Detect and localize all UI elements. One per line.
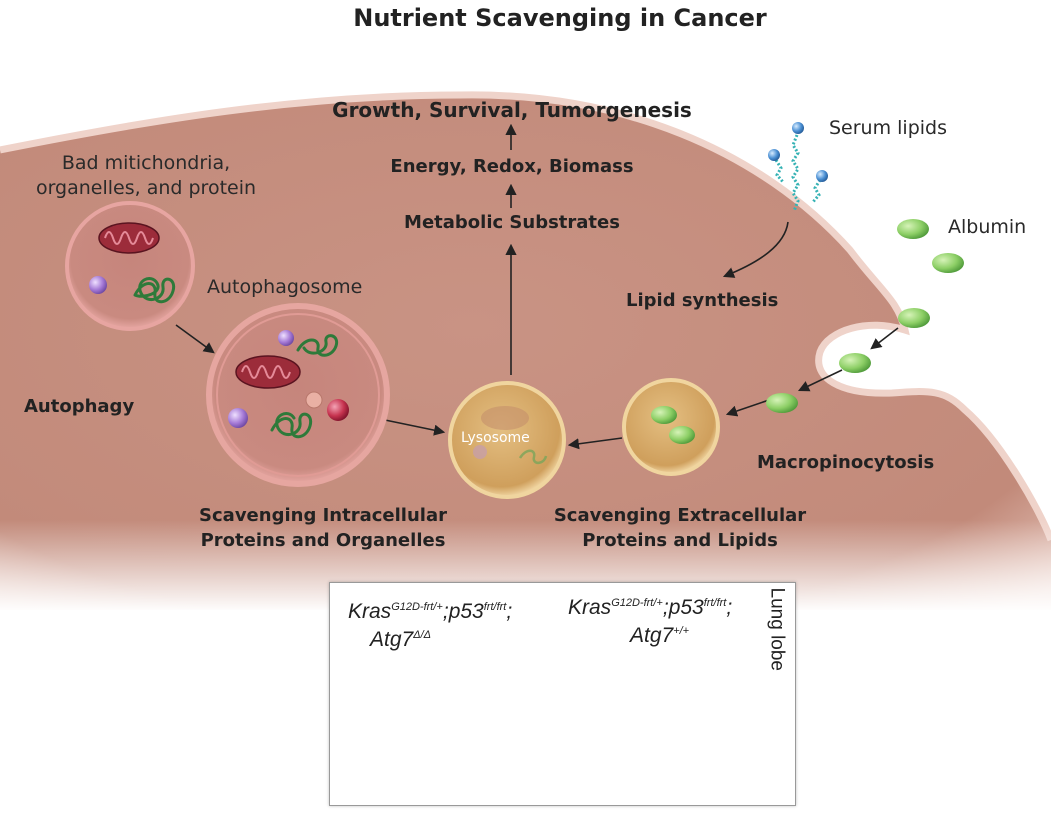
genotype-allele: Δ/Δ [413,629,432,641]
protein-particle-icon [89,276,107,294]
lysosome-label: Lysosome [461,430,530,446]
serum-lipids-label: Serum lipids [829,117,948,139]
extracellular-label-line2: Proteins and Lipids [582,530,778,551]
albumin-label: Albumin [948,216,1027,238]
albumin-icon [669,426,695,444]
genotype-separator: ; [726,596,733,619]
extracellular-label-line1: Scavenging Extracellular [553,505,807,526]
genotype-allele: G12D-frt/+ [611,597,663,609]
autophagy-label: Autophagy [24,396,135,417]
protein-strand-icon [133,277,176,304]
right-genotype-line2: Atg7+/+ [630,619,689,648]
arrows [175,123,899,450]
macropinocytosis-label: Macropinocytosis [757,452,935,473]
left-genotype: KrasG12D-frt/+;p53frt/frt; [348,595,512,624]
genotype-gene: Kras [568,596,612,619]
genotype-gene: p53 [668,596,704,619]
albumin-icon [766,393,798,413]
genotype-allele: +/+ [673,625,690,637]
organelle-particle-icon [327,399,349,421]
organelle-particle-icon [305,391,323,409]
bad-cargo-label-line2: organelles, and protein [35,177,257,199]
genotype-separator: ; [442,600,449,623]
lung-lobe-label: Lung lobe [766,587,787,671]
macropinosome [622,378,720,476]
genotype-gene: Atg7 [370,628,414,651]
growth-label: Growth, Survival, Tumorgenesis [332,98,692,122]
page-title: Nutrient Scavenging in Cancer [353,4,767,32]
protein-particle-icon [228,408,248,428]
albumin-icon [839,353,871,373]
genotype-gene: Atg7 [630,624,674,647]
serum-lipid-icon [768,122,828,212]
genotype-allele: G12D-frt/+ [391,601,443,613]
bad-cargo-label-line1: Bad mitichondria, [61,152,231,174]
protein-strand-icon [296,334,339,357]
genotype-separator: ; [662,596,669,619]
genotype-gene: Kras [348,600,392,623]
protein-strand-icon [270,412,313,439]
protein-particle-icon [278,330,294,346]
albumin-icon [897,219,929,239]
albumin-particles [766,219,964,413]
genotype-separator: ; [506,600,513,623]
mitochondrion-icon [98,222,160,254]
intracellular-label-line1: Scavenging Intracellular [199,505,447,526]
lysosome [448,381,566,499]
albumin-icon [932,253,964,273]
autophagosome [206,303,390,487]
albumin-icon [898,308,930,328]
mitochondrion-icon [235,355,301,389]
right-genotype: KrasG12D-frt/+;p53frt/frt; [568,591,732,620]
intracellular-label-line2: Proteins and Organelles [200,530,446,551]
genotype-gene: p53 [448,600,484,623]
energy-label: Energy, Redox, Biomass [390,156,634,177]
histology-inset: KrasG12D-frt/+;p53frt/frt; Atg7Δ/Δ KrasG… [329,582,796,806]
genotype-allele: frt/frt [703,597,727,609]
lipid-synthesis-label: Lipid synthesis [626,290,779,311]
albumin-icon [651,406,677,424]
cargo-vesicle [65,201,195,331]
genotype-allele: frt/frt [483,601,507,613]
autophagosome-label: Autophagosome [207,276,363,298]
substrates-label: Metabolic Substrates [404,212,620,233]
left-genotype-line2: Atg7Δ/Δ [370,623,431,652]
